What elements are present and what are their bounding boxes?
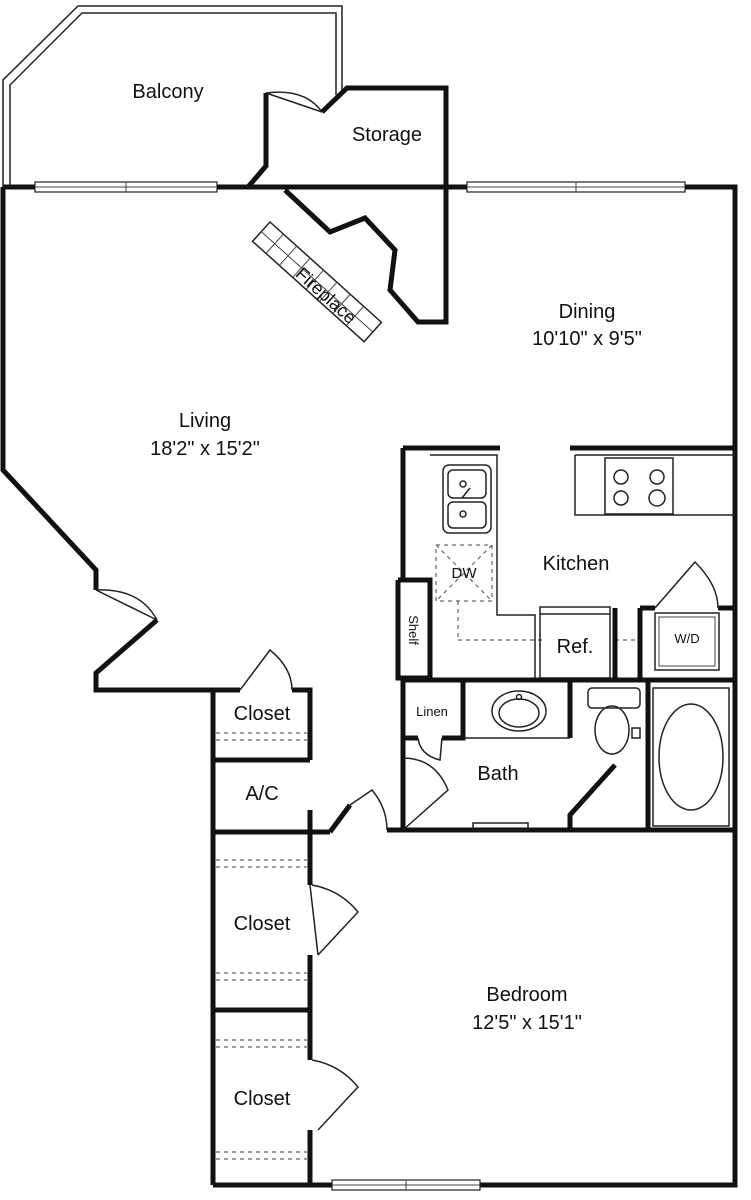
kitchen-counters (430, 454, 735, 678)
kitchen-label: Kitchen (543, 553, 610, 575)
bathroom-vanity (463, 690, 570, 739)
bath-walls (400, 677, 735, 833)
ac-label: A/C (245, 783, 278, 805)
hall-closet-label: Closet (234, 703, 291, 725)
bath-entry-door[interactable] (402, 757, 449, 831)
dishwasher (435, 544, 493, 602)
bedroom-size: 12'5" x 15'1" (472, 1012, 582, 1034)
balcony-label: Balcony (132, 81, 203, 103)
living-entry-door[interactable] (95, 589, 158, 621)
upper-cabinets (457, 601, 635, 641)
living-size: 18'2" x 15'2" (150, 438, 260, 460)
stove (604, 457, 674, 515)
wd-closet (612, 560, 735, 678)
bedroom-closet-upper (213, 832, 359, 1013)
bedroom-closet-lower (216, 1010, 359, 1185)
bath-vent (472, 822, 529, 831)
closet-upper-label: Closet (234, 913, 291, 935)
linen-door[interactable] (417, 737, 443, 761)
dishwasher-label: DW (452, 565, 478, 582)
storage-walls (246, 85, 449, 189)
washer-dryer-label: W/D (674, 631, 699, 646)
refrigerator-label: Ref. (557, 636, 594, 658)
linen-label: Linen (416, 704, 448, 719)
balcony-railing (2, 5, 343, 187)
toilet (587, 687, 641, 755)
hall-closet (213, 648, 313, 760)
dining-label: Dining (559, 301, 616, 323)
balcony-slider-window (34, 181, 218, 193)
kitchen-sink (442, 464, 492, 534)
dining-window (466, 181, 686, 193)
storage-label: Storage (352, 124, 422, 146)
living-label: Living (179, 410, 231, 432)
ac-closet (213, 757, 403, 835)
fireplace (251, 187, 449, 343)
bedroom-window (331, 1179, 481, 1191)
bathtub (652, 687, 730, 827)
bath-label: Bath (477, 763, 518, 785)
shelf-label: Shelf (406, 615, 421, 645)
bedroom-label: Bedroom (486, 984, 567, 1006)
storage-door-arc (265, 91, 323, 113)
closet-lower-label: Closet (234, 1088, 291, 1110)
dining-size: 10'10" x 9'5" (532, 328, 642, 350)
